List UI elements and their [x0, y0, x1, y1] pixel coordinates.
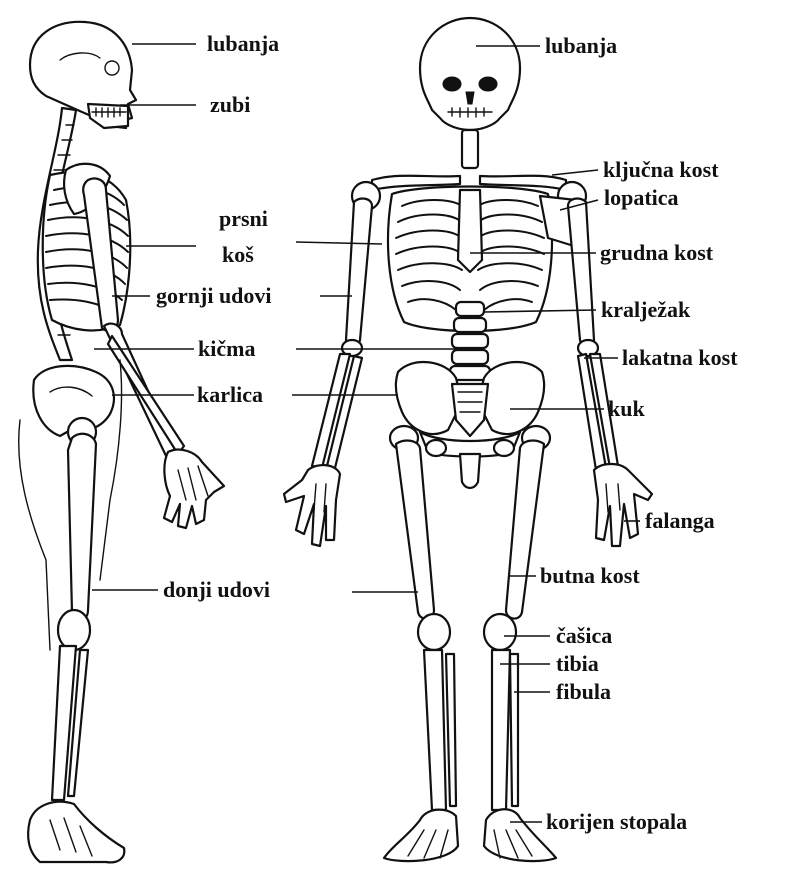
label-front-korijen-stopala: korijen stopala	[546, 810, 687, 834]
front-nasal-cavity	[466, 92, 474, 104]
label-side-kicma: kičma	[198, 337, 255, 361]
label-front-lakatna-kost: lakatna kost	[622, 346, 738, 370]
leader-front-kljucna-kost	[552, 170, 598, 175]
front-leg-left	[384, 426, 458, 861]
side-femur	[68, 434, 96, 620]
label-front-casica: čašica	[556, 624, 612, 648]
front-sacrum-tail	[460, 454, 480, 488]
side-hand	[164, 450, 224, 528]
side-skeleton	[19, 22, 224, 863]
label-side-gornji-udovi: gornji udovi	[156, 284, 272, 308]
front-arm-left	[284, 199, 372, 546]
label-front-falanga: falanga	[645, 509, 715, 533]
label-front-butna-kost: butna kost	[540, 564, 640, 588]
label-front-lopatica: lopatica	[604, 186, 679, 210]
label-front-kljucna-kost: ključna kost	[603, 158, 719, 182]
label-side-lubanja: lubanja	[207, 32, 279, 56]
front-spine	[450, 302, 490, 380]
front-eye-socket-right	[479, 77, 497, 91]
label-side-donji-udovi: donji udovi	[163, 578, 270, 602]
label-side-zubi: zubi	[210, 93, 250, 117]
label-side-prsni: prsni	[219, 207, 268, 231]
front-skull	[420, 18, 520, 130]
label-front-grudna-kost: grudna kost	[600, 241, 713, 265]
label-side-kos: koš	[222, 243, 254, 267]
label-front-kraljezak: kralježak	[601, 298, 690, 322]
front-eye-socket-left	[443, 77, 461, 91]
side-pelvis	[33, 366, 114, 446]
front-sternum	[458, 190, 482, 272]
side-foot	[28, 802, 124, 863]
label-side-karlica: karlica	[197, 383, 263, 407]
front-skeleton	[284, 18, 652, 861]
label-front-kuk: kuk	[608, 397, 645, 421]
side-knee	[58, 610, 90, 650]
label-front-fibula: fibula	[556, 680, 611, 704]
label-front-lubanja: lubanja	[545, 34, 617, 58]
label-front-tibia: tibia	[556, 652, 599, 676]
front-leg-right	[484, 426, 556, 861]
